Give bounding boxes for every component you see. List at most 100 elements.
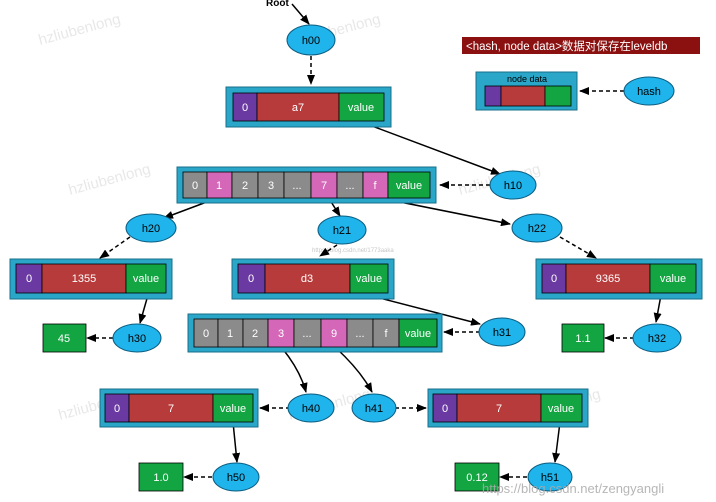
leaf-value: 0.12 bbox=[466, 472, 487, 484]
hash-h30: h30 bbox=[112, 323, 162, 353]
hash-label: h31 bbox=[493, 327, 511, 339]
legend-value-cell bbox=[544, 85, 572, 107]
branch-cell-label: 3 bbox=[268, 180, 274, 192]
prefix-label: 0 bbox=[551, 273, 557, 285]
value-label: value bbox=[405, 328, 431, 340]
value-cell bbox=[125, 263, 167, 294]
key-label: a7 bbox=[292, 102, 304, 114]
edges bbox=[86, 56, 662, 481]
edge-n7-h50 bbox=[232, 421, 241, 463]
hash-ovals: h00 h10 h20 h21 h22 h30 h31 h32 bbox=[112, 24, 682, 492]
branch-cell-label: ... bbox=[292, 180, 301, 192]
key-cell bbox=[264, 263, 351, 294]
branch-cell-label: 9 bbox=[331, 328, 337, 340]
value-cell bbox=[212, 393, 254, 423]
node-a7: 0 a7 value bbox=[225, 86, 392, 128]
mid-watermark: https://blog.csdn.net/1773aaka bbox=[312, 248, 394, 254]
prefix-cell bbox=[541, 263, 567, 294]
hash-label: h50 bbox=[227, 472, 245, 484]
branch-cell bbox=[217, 318, 244, 348]
hash-label: h00 bbox=[302, 35, 320, 47]
hash-h31: h31 bbox=[478, 317, 526, 347]
watermark: hzliubenlong bbox=[37, 11, 123, 49]
branch-cell-label: 1 bbox=[227, 328, 233, 340]
node-9365: 0 9365 value bbox=[535, 258, 703, 300]
legend-node-label: node data bbox=[507, 74, 547, 84]
key-cell bbox=[41, 263, 127, 294]
legend-title-box bbox=[462, 37, 700, 54]
hash-oval bbox=[317, 215, 367, 245]
legend-prefix-cell bbox=[484, 85, 502, 107]
branch-cell-label: f bbox=[373, 180, 377, 192]
hash-h50: h50 bbox=[212, 462, 260, 492]
prefix-label: 0 bbox=[26, 273, 32, 285]
value-label: value bbox=[133, 273, 159, 285]
branch-cell-label: ... bbox=[355, 328, 364, 340]
hash-label: h30 bbox=[128, 333, 146, 345]
key-cell bbox=[128, 393, 214, 423]
watermark: hzliubenlong bbox=[67, 161, 153, 199]
key-label: 9365 bbox=[596, 273, 620, 285]
branch-cell bbox=[231, 171, 259, 199]
branch-cell-label: 3 bbox=[278, 328, 284, 340]
value-label: value bbox=[220, 403, 246, 415]
edge-n6-h40 bbox=[281, 347, 308, 393]
hash-label: h41 bbox=[365, 403, 383, 415]
value-cell bbox=[338, 92, 385, 122]
value-label: value bbox=[356, 273, 382, 285]
hash-label: h22 bbox=[528, 223, 546, 235]
node-branch-1: 0 1 2 3 ... 7 ... f value bbox=[176, 166, 437, 204]
branch-cell bbox=[257, 171, 285, 199]
hash-label: h51 bbox=[541, 472, 559, 484]
key-label: 1355 bbox=[72, 273, 96, 285]
node-branch-2: 0 1 2 3 ... 9 ... f value bbox=[187, 313, 443, 353]
hash-h22: h22 bbox=[511, 213, 563, 243]
branch-cell bbox=[293, 318, 322, 348]
hash-h10: h10 bbox=[489, 170, 537, 200]
branch-cell bbox=[362, 171, 389, 199]
leaf-value-box bbox=[42, 323, 87, 353]
prefix-label: 0 bbox=[442, 403, 448, 415]
hash-oval bbox=[112, 323, 162, 353]
branch-cell bbox=[320, 318, 348, 348]
branch-cell bbox=[242, 318, 269, 348]
prefix-label: 0 bbox=[248, 273, 254, 285]
hash-oval bbox=[286, 24, 336, 56]
leaf-value-box bbox=[454, 462, 500, 492]
branch-cell bbox=[283, 171, 312, 199]
prefix-cell bbox=[232, 92, 258, 122]
value-cell bbox=[540, 393, 583, 423]
hash-h41: h41 bbox=[351, 393, 397, 423]
value-label: value bbox=[348, 102, 374, 114]
branch-cell bbox=[193, 318, 219, 348]
hash-label: h10 bbox=[504, 180, 522, 192]
edge-h20-n3 bbox=[99, 236, 131, 259]
value-cell bbox=[387, 171, 431, 199]
hash-oval bbox=[489, 170, 537, 200]
hash-oval bbox=[212, 462, 260, 492]
hash-oval bbox=[511, 213, 563, 243]
hash-h21: h21 bbox=[317, 215, 367, 245]
node-d3: 0 d3 value bbox=[231, 258, 395, 300]
edge-h22-n5 bbox=[559, 236, 597, 259]
branch-cell-label: 0 bbox=[192, 180, 198, 192]
prefix-cell bbox=[432, 393, 458, 423]
edge-n3-h30 bbox=[138, 294, 149, 324]
key-cell bbox=[456, 393, 542, 423]
hash-label: h40 bbox=[302, 403, 320, 415]
value-cell bbox=[649, 263, 697, 294]
branch-cell-label: f bbox=[384, 328, 388, 340]
leaf-value: 1.1 bbox=[575, 333, 590, 345]
hash-h20: h20 bbox=[125, 213, 177, 243]
value-label: value bbox=[396, 180, 422, 192]
branch-cell bbox=[182, 171, 208, 199]
edge-h21-n4 bbox=[319, 244, 338, 257]
hash-oval bbox=[478, 317, 526, 347]
hash-h00: h00 bbox=[286, 24, 336, 56]
key-label: d3 bbox=[301, 273, 313, 285]
key-label: 7 bbox=[496, 403, 502, 415]
key-label: 7 bbox=[168, 403, 174, 415]
value-label: value bbox=[660, 273, 686, 285]
